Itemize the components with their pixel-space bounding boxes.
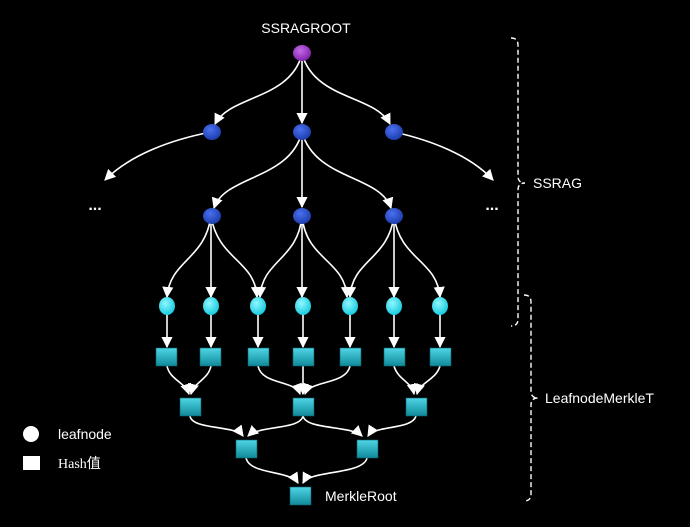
edge bbox=[301, 53, 391, 125]
ssrag-group-label: SSRAG bbox=[533, 175, 582, 191]
internal-node bbox=[203, 124, 221, 140]
legend-square-icon bbox=[23, 456, 40, 470]
internal-node bbox=[293, 208, 311, 224]
edge bbox=[302, 415, 363, 437]
edge bbox=[301, 215, 353, 299]
leaf-nodes bbox=[159, 297, 448, 315]
leaf-node bbox=[295, 297, 311, 315]
edges bbox=[104, 53, 494, 484]
edge bbox=[344, 215, 395, 299]
hash-node bbox=[179, 397, 202, 417]
hash-node bbox=[356, 439, 379, 459]
leaf-node bbox=[203, 297, 219, 315]
hash-node bbox=[339, 347, 362, 367]
merkle-root-node bbox=[289, 486, 312, 506]
leaf-node bbox=[386, 297, 402, 315]
edge bbox=[245, 457, 299, 484]
internal-nodes bbox=[203, 124, 403, 224]
merkle-brace bbox=[523, 294, 539, 502]
edge bbox=[211, 131, 303, 210]
ellipsis-right: ... bbox=[485, 197, 498, 214]
hash-node bbox=[405, 397, 428, 417]
leaf-node bbox=[159, 297, 175, 315]
hash-node bbox=[383, 347, 406, 367]
edge bbox=[189, 415, 244, 437]
hash-node bbox=[247, 347, 270, 367]
edge bbox=[162, 215, 212, 299]
internal-node bbox=[385, 124, 403, 140]
hash-node bbox=[429, 347, 452, 367]
edge bbox=[414, 365, 441, 396]
edge bbox=[247, 415, 304, 437]
ssrag-root-label: SSRAGROOT bbox=[261, 20, 351, 36]
leaf-node bbox=[342, 297, 358, 315]
edge bbox=[301, 131, 394, 210]
ssrag-brace bbox=[510, 37, 526, 327]
merkle-root-label: MerkleRoot bbox=[325, 488, 397, 504]
hash-node bbox=[235, 439, 258, 459]
merkle-group-label: LeafnodeMerkleT bbox=[545, 390, 654, 406]
hash-nodes bbox=[155, 347, 452, 506]
ellipsis-left: ... bbox=[88, 197, 101, 214]
edge bbox=[302, 457, 368, 484]
legend: leafnode Hash值 bbox=[23, 426, 112, 472]
hash-node bbox=[155, 347, 178, 367]
edge bbox=[367, 415, 417, 437]
edge bbox=[303, 365, 351, 396]
leaf-node bbox=[250, 297, 266, 315]
edge bbox=[254, 215, 303, 299]
leaf-node bbox=[432, 297, 448, 315]
legend-leafnode-label: leafnode bbox=[58, 426, 112, 442]
edge bbox=[214, 53, 303, 125]
edge bbox=[393, 365, 418, 396]
hash-node bbox=[292, 397, 315, 417]
edge bbox=[393, 215, 445, 299]
edge bbox=[188, 365, 212, 396]
legend-hash-label: Hash值 bbox=[58, 456, 101, 472]
edge bbox=[257, 365, 302, 396]
hash-node bbox=[292, 347, 315, 367]
edge bbox=[210, 215, 263, 299]
hash-node bbox=[199, 347, 222, 367]
ssrag-root-node bbox=[293, 45, 311, 61]
internal-node bbox=[293, 124, 311, 140]
internal-node bbox=[203, 208, 221, 224]
legend-circle-icon bbox=[23, 426, 39, 442]
edge bbox=[104, 131, 212, 181]
internal-node bbox=[385, 208, 403, 224]
edge bbox=[393, 131, 494, 181]
edge bbox=[166, 365, 192, 396]
